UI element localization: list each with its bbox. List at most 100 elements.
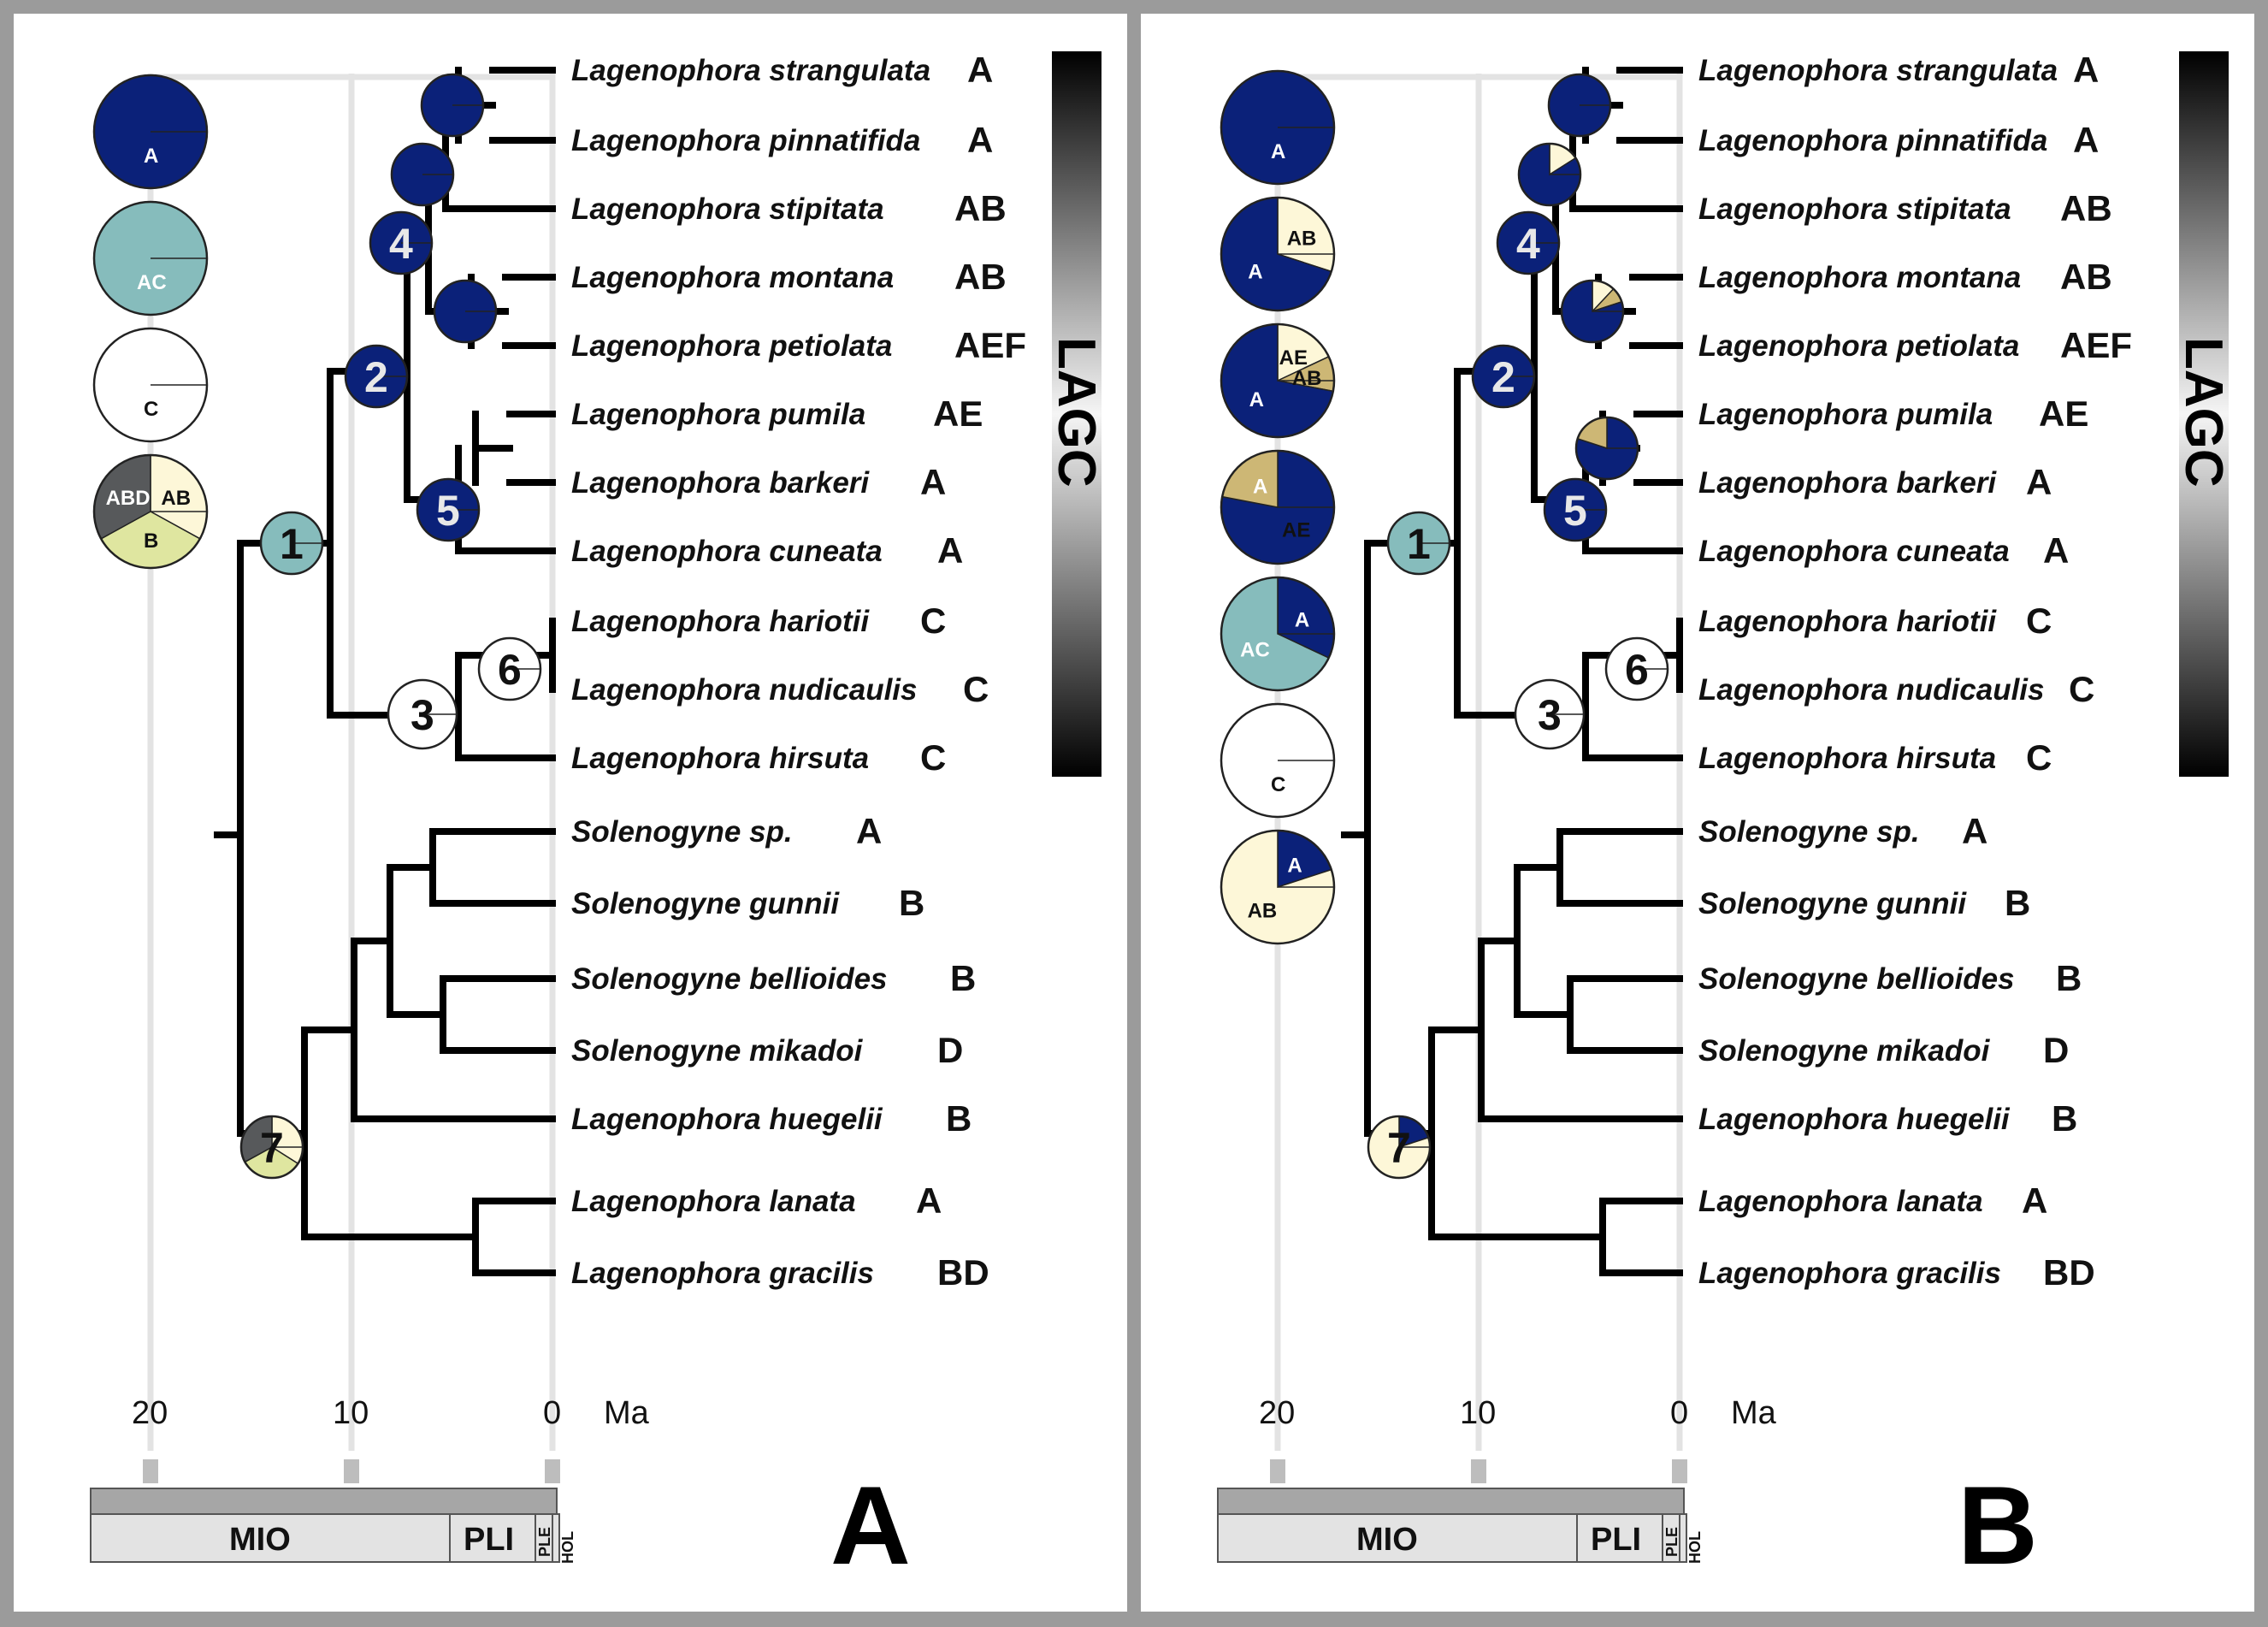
node-label: 6	[1625, 646, 1649, 694]
taxon-name: Lagenophora gracilis	[571, 1257, 874, 1290]
legend-pie-label: B	[144, 530, 158, 553]
taxon-name: Lagenophora hariotii	[1698, 605, 1997, 638]
time-tick-mark	[1270, 1459, 1285, 1483]
taxon-area: A	[916, 1180, 942, 1221]
taxon-name: Lagenophora hariotii	[571, 605, 870, 638]
taxon-name: Lagenophora pinnatifida	[571, 124, 920, 157]
node-label: 5	[1563, 487, 1587, 535]
taxon-name: Lagenophora cuneata	[571, 535, 883, 568]
taxon-name: Lagenophora barkeri	[571, 466, 870, 500]
taxon-name: Lagenophora montana	[571, 261, 894, 294]
taxon-name: Lagenophora lanata	[1698, 1185, 1983, 1218]
taxon-name: Lagenophora nudicaulis	[1698, 673, 2044, 707]
lagc-label: LAGC	[1047, 337, 1106, 488]
epoch-label: HOL	[559, 1531, 576, 1564]
time-tick-label: 20	[1259, 1395, 1295, 1431]
node-label: 6	[498, 646, 522, 694]
node-label: 4	[389, 220, 413, 268]
taxon-area: A	[856, 811, 882, 851]
node-pie	[1560, 279, 1625, 344]
taxon-area: AE	[933, 393, 983, 434]
legend-pie-label: A	[1249, 388, 1264, 411]
taxon-name: Lagenophora petiolata	[571, 329, 892, 363]
taxon-area: B	[899, 883, 924, 923]
node-3-pie	[1514, 678, 1586, 750]
node-4-pie	[369, 210, 434, 275]
legend-pie-label: AE	[1282, 518, 1310, 541]
taxon-name: Lagenophora pumila	[1698, 398, 1993, 431]
legend-pie-label: A	[1271, 140, 1285, 163]
lagc-bar	[2179, 51, 2229, 777]
taxon-area: B	[2052, 1098, 2077, 1139]
taxon-name: Lagenophora nudicaulis	[571, 673, 917, 707]
taxon-area: B	[2056, 958, 2082, 998]
epoch-label: HOL	[1686, 1531, 1704, 1564]
epoch-mio	[1217, 1513, 1578, 1563]
lagc-label: LAGC	[2174, 337, 2233, 488]
taxon-area: A	[920, 462, 946, 502]
node-pie	[1547, 73, 1612, 138]
legend-pie	[1220, 69, 1336, 186]
node-label: 1	[1407, 520, 1431, 568]
node-5-pie	[416, 477, 481, 542]
time-tick-label: 10	[333, 1395, 369, 1431]
taxon-name: Solenogyne mikadoi	[1698, 1034, 1991, 1068]
taxon-area: A	[937, 530, 963, 571]
node-label: 2	[364, 353, 388, 401]
taxon-name: Lagenophora petiolata	[1698, 329, 2019, 363]
taxon-area: C	[920, 601, 946, 641]
taxon-area: AE	[2039, 393, 2088, 434]
node-pie	[1574, 416, 1639, 481]
legend-pie-label: ABD	[106, 487, 151, 510]
node-2-pie	[1471, 344, 1536, 409]
legend-pie	[92, 453, 209, 570]
node-label: 4	[1516, 220, 1540, 268]
taxon-name: Lagenophora hirsuta	[571, 742, 869, 775]
taxon-area: A	[967, 120, 993, 160]
taxon-area: BD	[937, 1252, 989, 1293]
epoch-pli	[1576, 1513, 1663, 1563]
node-label: 5	[436, 487, 460, 535]
legend-pie	[1220, 449, 1336, 565]
node-pie	[420, 73, 485, 138]
epoch-label: MIO	[1356, 1522, 1418, 1558]
legend-pie-label: C	[1271, 773, 1285, 796]
taxon-name: Lagenophora pumila	[571, 398, 865, 431]
time-tick-label: 0	[543, 1395, 561, 1431]
time-unit: Ma	[1731, 1395, 1777, 1431]
taxon-area: B	[2005, 883, 2030, 923]
legend-pie-label: A	[1295, 608, 1309, 631]
taxon-area: D	[937, 1030, 963, 1070]
time-tick-mark	[344, 1459, 359, 1483]
legend-pie-label: AC	[1240, 639, 1270, 662]
time-tick-mark	[143, 1459, 158, 1483]
legend-pie-label: AB	[1287, 228, 1317, 251]
node-5-pie	[1543, 477, 1608, 542]
legend-pie	[1220, 196, 1336, 312]
taxon-name: Lagenophora lanata	[571, 1185, 856, 1218]
taxon-area: AB	[2060, 188, 2112, 228]
taxon-area: A	[2073, 50, 2099, 90]
node-2-pie	[344, 344, 409, 409]
taxon-name: Lagenophora huegelii	[571, 1103, 883, 1136]
legend-pie	[92, 74, 209, 190]
taxon-name: Lagenophora strangulata	[571, 54, 930, 87]
taxon-area: AB	[2060, 257, 2112, 297]
legend-pie-label: A	[144, 145, 158, 168]
panel-letter: B	[1958, 1463, 2038, 1588]
taxon-name: Lagenophora cuneata	[1698, 535, 2010, 568]
node-label: 7	[1387, 1124, 1411, 1172]
time-tick-mark	[545, 1459, 560, 1483]
taxon-area: C	[2026, 737, 2052, 778]
epoch-hol	[1679, 1513, 1687, 1563]
legend-pie-label: AB	[1248, 900, 1278, 923]
node-6-pie	[1604, 636, 1669, 701]
legend-pie-label: C	[144, 398, 158, 421]
taxon-area: AEF	[954, 325, 1026, 365]
taxon-area: B	[946, 1098, 972, 1139]
legend-pie-label: AB	[1292, 367, 1322, 390]
